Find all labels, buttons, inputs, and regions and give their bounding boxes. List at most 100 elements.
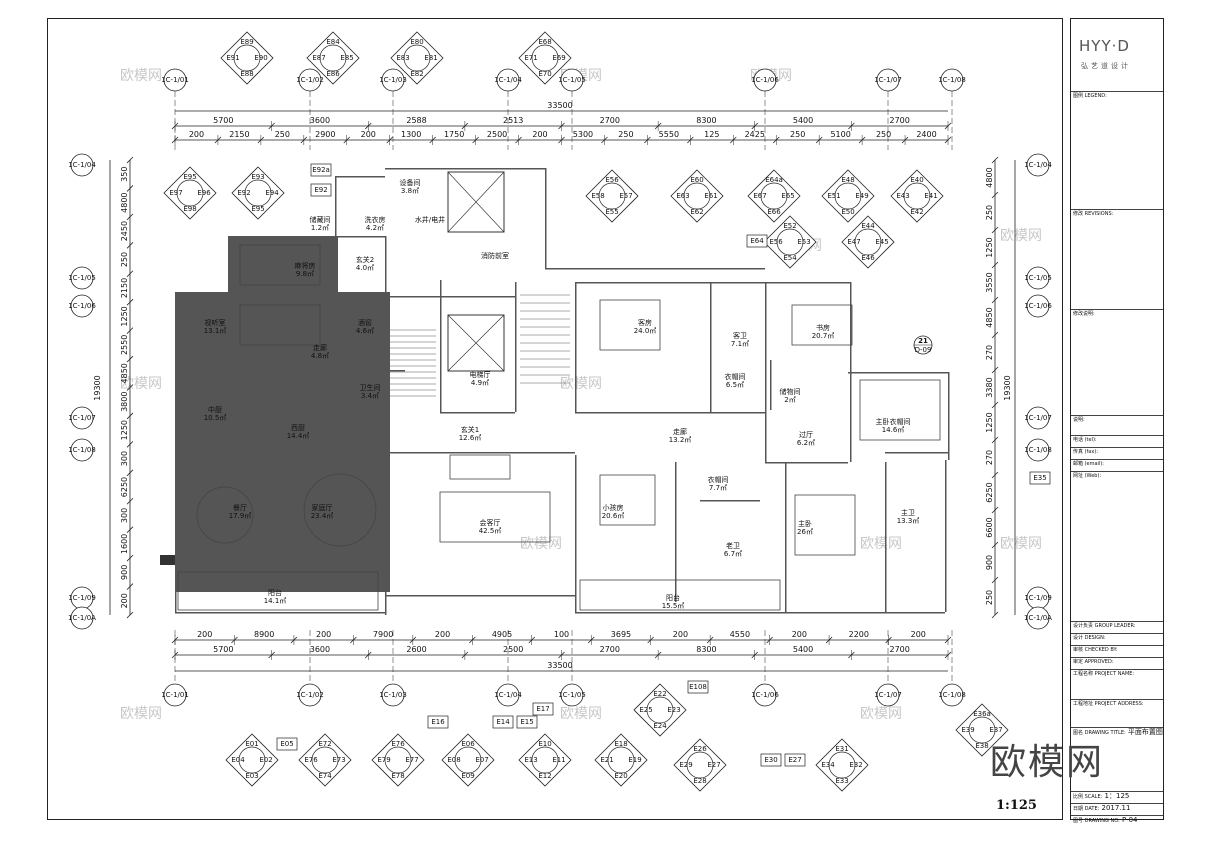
dim-top-row2-label: 200: [189, 130, 204, 139]
title-block-row: 工程名称 PROJECT NAME:: [1071, 669, 1163, 678]
wall-segment: [175, 440, 385, 442]
single-elevation-marker-label: E27: [788, 756, 801, 764]
title-block-row: 传真 (fax):: [1071, 447, 1163, 456]
dim-right-label: 6600: [985, 517, 994, 537]
elevation-marker-label-right: E94: [265, 189, 279, 197]
elevation-marker-circle: [531, 44, 559, 72]
wall-segment: [385, 595, 575, 597]
company-logo: HYY·D: [1079, 37, 1130, 55]
dim-top-row2-label: 5100: [830, 130, 850, 139]
elevation-marker-label-bottom: E28: [693, 777, 706, 785]
dim-left-tick: [126, 583, 134, 590]
wall-segment: [335, 236, 385, 238]
wall-segment: [230, 292, 335, 294]
single-elevation-marker: [687, 680, 709, 694]
elevation-marker-label-left: E71: [524, 54, 537, 62]
dim-left-tick: [126, 156, 134, 164]
grid-bubble-label: 1C-1/02: [296, 76, 324, 84]
wall-segment: [175, 292, 177, 612]
elevation-marker-circle: [828, 751, 856, 779]
elevation-marker-label-right: E65: [781, 192, 794, 200]
dim-right-tick: [991, 366, 999, 374]
single-elevation-marker-label: E35: [1033, 474, 1046, 482]
grid-bubble-label: 1C-1/08: [938, 691, 966, 699]
room-name: 餐厅: [233, 503, 247, 512]
master-bed: [794, 494, 856, 556]
dim-top-total: 33500: [547, 101, 572, 110]
grid-bubble: [1026, 406, 1050, 430]
dim-left-tick: [126, 497, 134, 505]
wall-segment: [710, 282, 712, 412]
grid-bubble-label: 1C-1/08: [68, 446, 96, 454]
dim-right-label: 270: [985, 450, 994, 465]
elevation-marker-label-bottom: E95: [251, 205, 264, 213]
single-elevation-marker-label: E92: [314, 186, 327, 194]
dim-bottom-row2-label: 2600: [406, 645, 426, 654]
room-name: 客卫: [733, 331, 747, 340]
dim-top-row2-label: 250: [618, 130, 633, 139]
balcony-left-outline: [177, 571, 379, 611]
title-block-row: 审定 APPROVED:: [1071, 657, 1163, 666]
dim-right-tick: [991, 226, 999, 234]
elevation-marker-label-bottom: E09: [461, 772, 474, 780]
wall-segment: [385, 168, 545, 170]
dim-left-total: 19300: [93, 375, 102, 400]
grid-bubble: [163, 683, 187, 707]
wall-segment: [175, 292, 390, 592]
grid-bubble: [70, 153, 94, 177]
elevation-marker-label-right: E49: [855, 192, 868, 200]
grid-bubble-label: 1C-1/05: [558, 691, 586, 699]
grid-bubble-label: 1C-1/07: [1024, 414, 1052, 422]
elevation-marker-label-right: E69: [552, 54, 565, 62]
room-name: 电梯厅: [470, 370, 491, 379]
grid-bubble-label: 1C-1/07: [874, 76, 902, 84]
dim-bottom-row1-label: 8900: [254, 630, 274, 639]
room-area: 42.5㎡: [479, 527, 502, 535]
title-block-row: 图名 DRAWING TITLE: 平面布置图: [1071, 727, 1163, 737]
watermark-text: 欧模网: [120, 68, 162, 84]
grid-bubble: [70, 606, 94, 630]
dim-left-tick: [126, 298, 134, 306]
elevation-marker-label-top: E10: [538, 740, 551, 748]
room-area: 4.6㎡: [356, 327, 374, 335]
dim-left-tick: [126, 526, 134, 533]
wall-layer: [160, 168, 950, 615]
dim-top-row2-label: 5550: [659, 130, 679, 139]
dim-top-row2-label: 1300: [401, 130, 421, 139]
balcony-right-outline: [579, 579, 781, 611]
dim-left-tick: [126, 242, 134, 249]
grid-bubble-label: 1C-1/04: [68, 161, 96, 169]
room-name: 客房: [638, 318, 652, 327]
grid-bubble-label: 1C-1/03: [379, 76, 407, 84]
elevation-marker-label-left: E25: [639, 706, 652, 714]
elevation-marker-circle: [233, 44, 261, 72]
watermark-text: 欧模网: [1000, 536, 1042, 552]
single-elevation-marker: [1029, 471, 1051, 485]
wall-segment: [385, 296, 515, 298]
living-room-sofa: [439, 491, 551, 543]
elevation-marker-label-left: E21: [600, 756, 613, 764]
elevation-marker-circle: [454, 746, 482, 774]
grid-bubble: [381, 683, 405, 707]
room-area: 20.6㎡: [602, 512, 625, 520]
room-name: 衣帽间: [725, 372, 746, 381]
elevation-marker-label-bottom: E33: [835, 777, 848, 785]
wall-segment: [380, 370, 382, 460]
elevator-shaft: [447, 314, 505, 372]
title-block-row-value: 平面布置图: [1125, 728, 1163, 736]
title-block-row: 比例 SCALE: 1：125: [1071, 791, 1163, 801]
family-hall-sofa: [303, 473, 377, 547]
grid-bubble: [298, 683, 322, 707]
grid-bubble: [70, 406, 94, 430]
elevation-marker-label-top: E76: [391, 740, 405, 748]
wall-segment: [575, 455, 577, 595]
title-block-row: 设计负责 GROUP LEADER:: [1071, 621, 1163, 630]
dim-bottom-row2-label: 5700: [213, 645, 233, 654]
room-area: 7.1㎡: [731, 340, 749, 348]
wall-segment: [765, 282, 850, 284]
dim-bottom-row1-label: 7900: [373, 630, 393, 639]
dim-right-tick: [991, 156, 999, 164]
watermark-text: 欧模网: [1000, 228, 1042, 244]
